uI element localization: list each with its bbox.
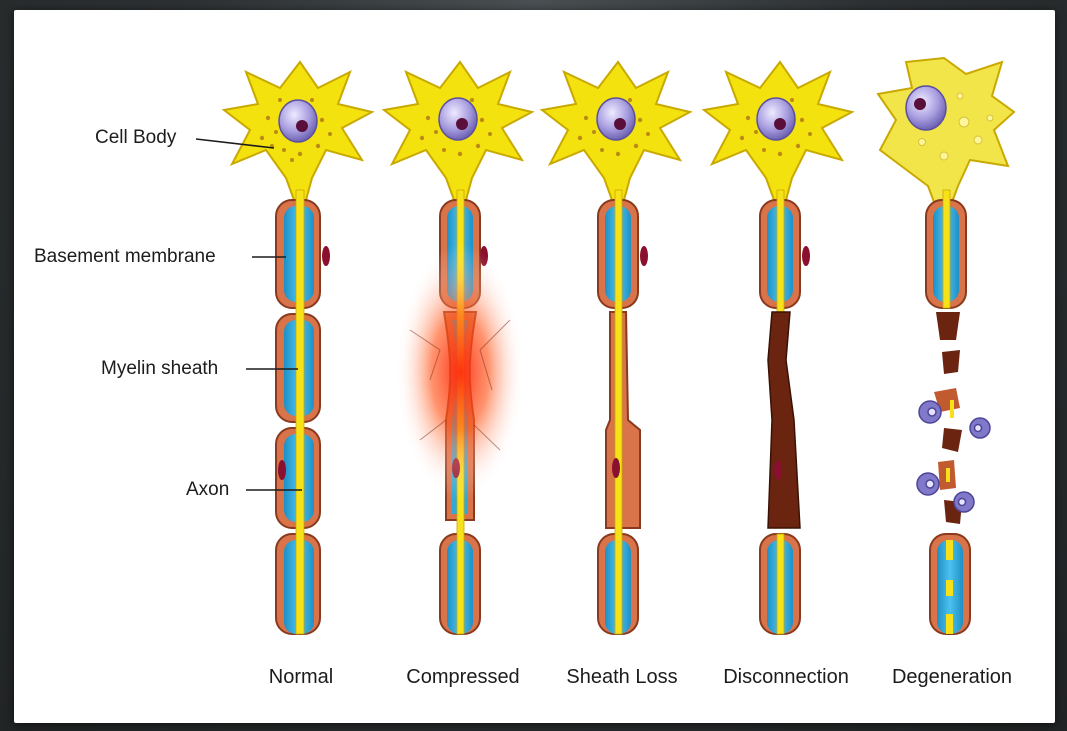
nucleolus (614, 118, 626, 130)
cell-body (542, 62, 690, 200)
nucleus (279, 100, 317, 142)
nucleus-displaced (906, 86, 946, 130)
axon-core (296, 190, 304, 634)
label-basement-membrane: Basement membrane (34, 246, 216, 268)
stage-label-disconnection: Disconnection (723, 666, 849, 689)
nucleus (597, 98, 635, 140)
macrophage (919, 401, 941, 423)
compression-zone (396, 244, 524, 500)
axon-core (615, 190, 622, 634)
neuron-disconnection (704, 62, 852, 634)
myelinated-axon (760, 190, 810, 634)
macrophage (954, 492, 974, 512)
nucleolus (914, 98, 926, 110)
neuron-compressed (384, 62, 532, 634)
neuron-degeneration (878, 58, 1014, 634)
cell-body (704, 62, 852, 200)
macrophage (917, 473, 939, 495)
cell-body-swollen (878, 58, 1014, 202)
macrophage (970, 418, 990, 438)
stage-label-normal: Normal (269, 666, 333, 689)
nucleolus (296, 120, 308, 132)
myelinated-axon (598, 190, 648, 634)
nucleolus (774, 118, 786, 130)
label-myelin-sheath: Myelin sheath (101, 358, 218, 380)
disconnected-segment (768, 312, 800, 528)
nucleus (757, 98, 795, 140)
cell-body (224, 62, 372, 200)
neuron-sheath-loss (542, 62, 690, 634)
neuron-normal (224, 62, 372, 634)
cell-body (384, 62, 532, 200)
nucleolus (456, 118, 468, 130)
stage-label-sheath-loss: Sheath Loss (566, 666, 677, 689)
axon-core-lower (777, 534, 784, 634)
nucleus (439, 98, 477, 140)
label-axon: Axon (186, 479, 229, 501)
axon-core-upper (777, 190, 784, 312)
stage-label-degeneration: Degeneration (892, 666, 1012, 689)
stage-label-compressed: Compressed (406, 666, 519, 689)
label-cell-body: Cell Body (95, 127, 176, 149)
